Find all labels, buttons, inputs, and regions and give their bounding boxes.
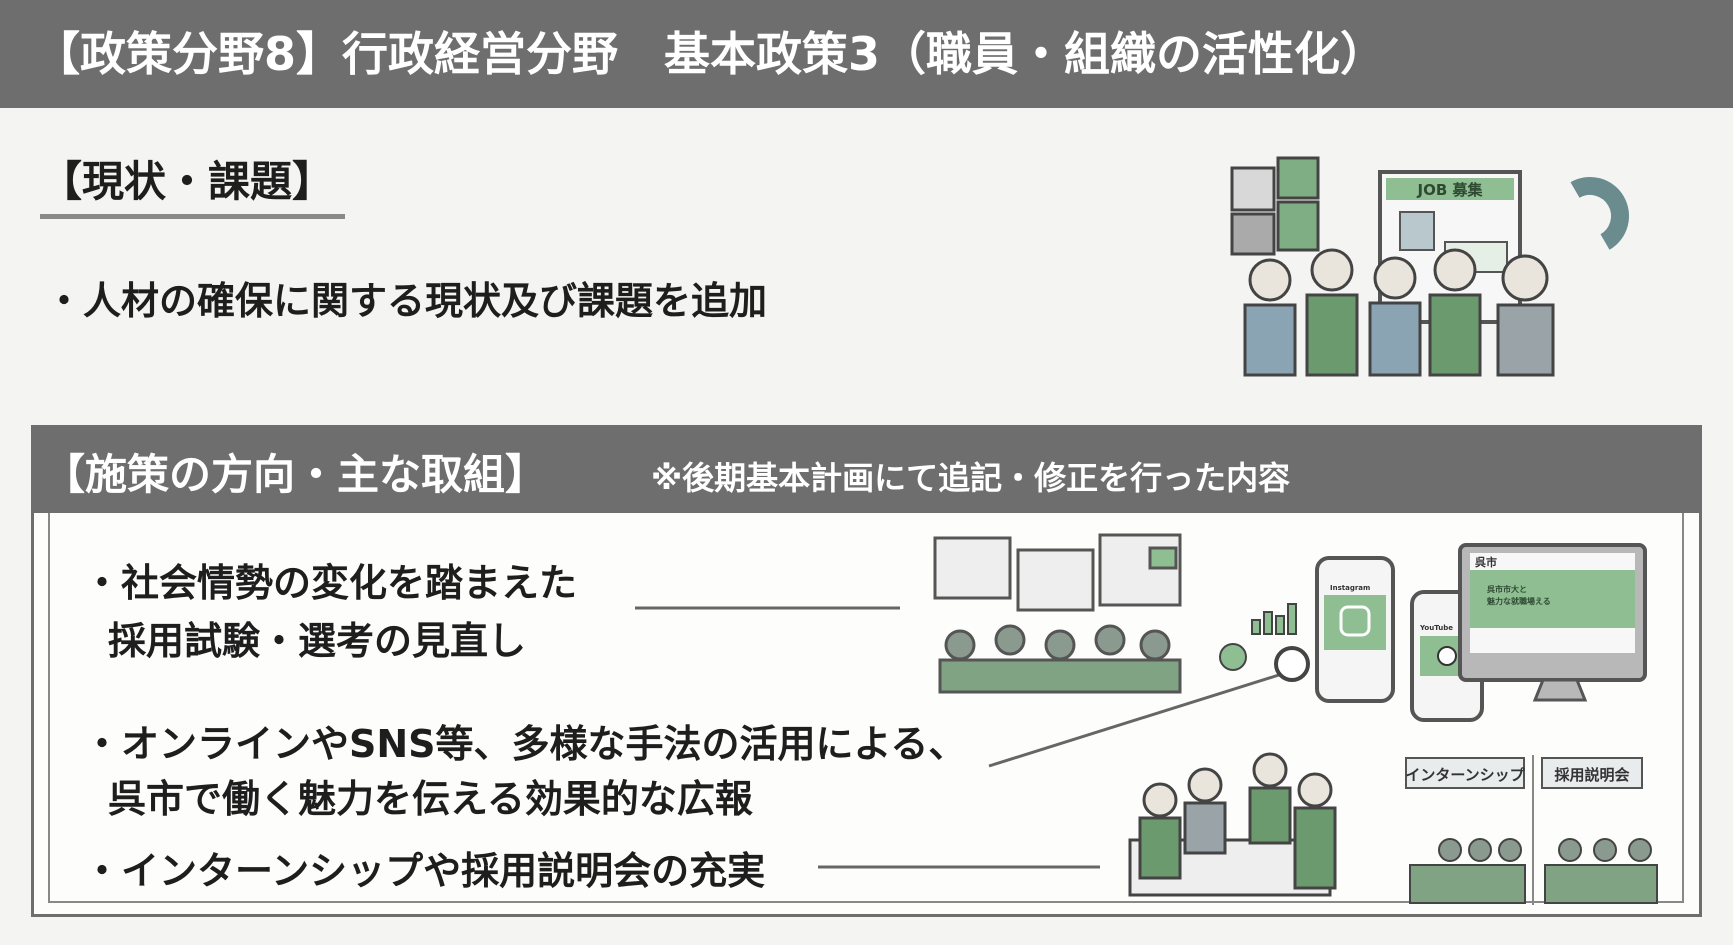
- recruitment-illustration: JOB 募集: [1230, 156, 1629, 377]
- page-title: 【政策分野8】行政経営分野 基本政策3（職員・組織の活性化）: [0, 0, 1733, 108]
- heading-underline: [40, 214, 345, 219]
- measure-bullet-1-line2: 採用試験・選考の見直し: [108, 619, 527, 663]
- measure-bullet-2-line2: 呉市で働く魅力を伝える効果的な広報: [108, 777, 753, 821]
- puzzle-icon: [1230, 156, 1320, 256]
- current-bullet: ・人材の確保に関する現状及び課題を追加: [45, 279, 768, 323]
- magnet-icon: [1570, 177, 1629, 250]
- measure-bullet-1-line1: ・社会情勢の変化を踏まえた: [83, 561, 578, 605]
- measure-bullet-2-line1: ・オンラインやSNS等、多様な手法の活用による、: [83, 722, 967, 766]
- job-board-label: JOB 募集: [1417, 181, 1484, 199]
- measures-header: 【施策の方向・主な取組】 ※後期基本計画にて追記・修正を行った内容: [31, 425, 1702, 513]
- current-issues-heading: 【現状・課題】: [40, 157, 335, 206]
- measures-inner-frame: [48, 513, 1684, 903]
- people-group-icon: [1243, 248, 1555, 377]
- measures-note: ※後期基本計画にて追記・修正を行った内容: [651, 459, 1291, 497]
- measures-heading: 【施策の方向・主な取組】: [43, 450, 548, 499]
- measure-bullet-3: ・インターンシップや採用説明会の充実: [83, 849, 766, 893]
